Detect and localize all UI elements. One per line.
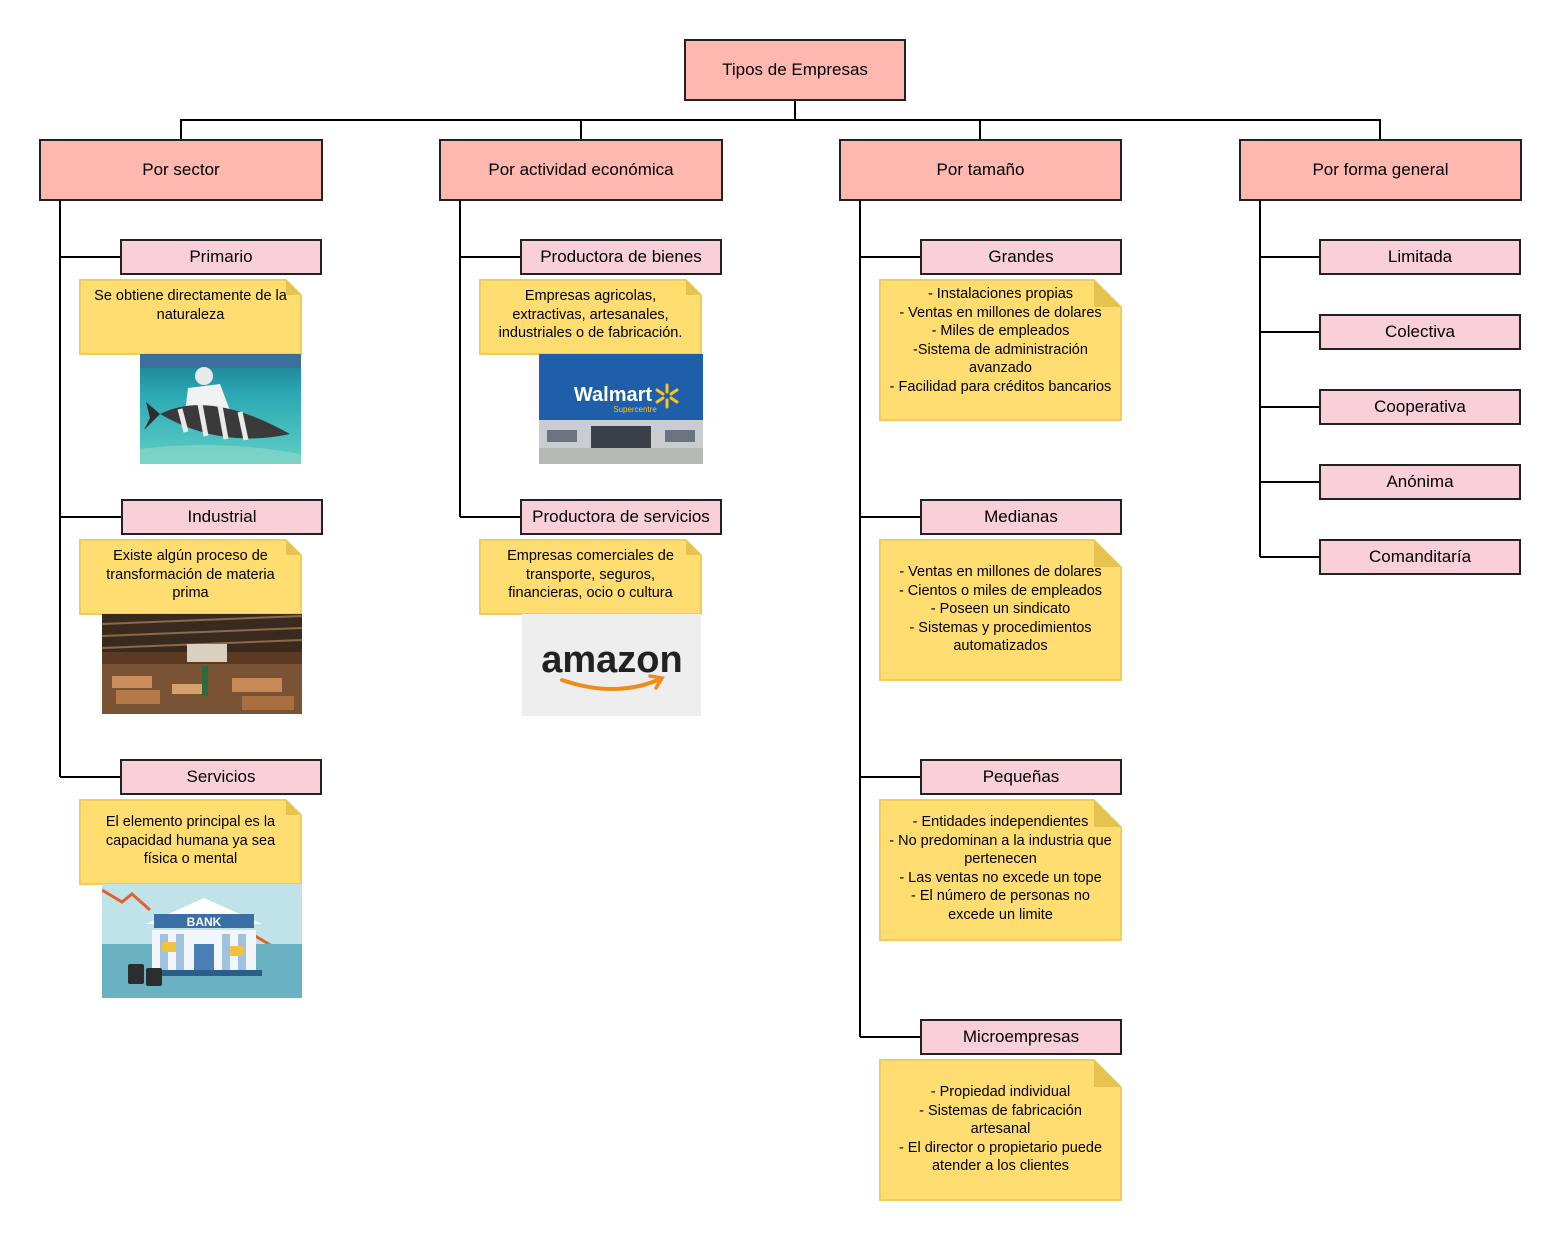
category-label: Por actividad económica [488, 160, 674, 179]
root-node[interactable]: Tipos de Empresas [684, 39, 906, 101]
note-primario: Se obtiene directamente de la naturaleza [79, 279, 302, 355]
node-label: Pequeñas [982, 767, 1060, 786]
node-grandes[interactable]: Grandes [920, 239, 1122, 275]
amazon-logo-text: amazon [541, 639, 682, 681]
category-por-actividad[interactable]: Por actividad económica [439, 139, 723, 201]
category-label: Por sector [142, 160, 220, 179]
note-text: Se obtiene directamente de la naturaleza [94, 288, 287, 323]
note-text: Existe algún proceso de transformación d… [106, 548, 275, 602]
node-comanditaria[interactable]: Comanditaría [1319, 539, 1521, 575]
node-label: Grandes [988, 247, 1054, 266]
note-text: - Ventas en millones de dolares - Ciento… [898, 564, 1103, 655]
node-label: Colectiva [1385, 322, 1455, 341]
note-text: - Instalaciones propias - Ventas en mill… [889, 286, 1112, 395]
note-servicios: El elemento principal es la capacidad hu… [79, 799, 302, 885]
node-limitada[interactable]: Limitada [1319, 239, 1521, 275]
amazon-logo: amazon [522, 614, 701, 716]
node-anonima[interactable]: Anónima [1319, 464, 1521, 500]
node-label: Primario [189, 247, 253, 266]
category-por-sector[interactable]: Por sector [39, 139, 323, 201]
walmart-logo-text: Walmart [574, 384, 653, 406]
node-microempresas[interactable]: Microempresas [920, 1019, 1122, 1055]
bank-illustration: BANK [102, 884, 302, 998]
note-microempresas: - Propiedad individual - Sistemas de fab… [879, 1059, 1122, 1201]
node-label: Microempresas [962, 1027, 1080, 1046]
note-text: Empresas agricolas, extractivas, artesan… [498, 288, 683, 342]
note-text: - Entidades independientes - No predomin… [889, 814, 1112, 923]
node-label: Medianas [984, 507, 1058, 526]
node-label: Limitada [1387, 247, 1453, 266]
node-colectiva[interactable]: Colectiva [1319, 314, 1521, 350]
node-productora-bienes[interactable]: Productora de bienes [520, 239, 722, 275]
node-label: Productora de bienes [540, 247, 702, 266]
node-label: Anónima [1386, 472, 1454, 491]
note-industrial: Existe algún proceso de transformación d… [79, 539, 302, 615]
node-industrial[interactable]: Industrial [121, 499, 323, 535]
node-cooperativa[interactable]: Cooperativa [1319, 389, 1521, 425]
node-productora-servicios[interactable]: Productora de servicios [520, 499, 722, 535]
note-productora-servicios: Empresas comerciales de transporte, segu… [479, 539, 702, 615]
note-medianas: - Ventas en millones de dolares - Ciento… [879, 539, 1122, 681]
fishing-photo [140, 354, 301, 464]
note-pequenas: - Entidades independientes - No predomin… [879, 799, 1122, 941]
walmart-sub-text: Supercentre [613, 405, 657, 414]
category-por-forma[interactable]: Por forma general [1239, 139, 1522, 201]
category-por-tamano[interactable]: Por tamaño [839, 139, 1122, 201]
factory-photo [102, 614, 302, 714]
note-text: El elemento principal es la capacidad hu… [105, 814, 276, 868]
node-label: Industrial [187, 507, 257, 526]
note-text: - Propiedad individual - Sistemas de fab… [898, 1084, 1103, 1175]
node-label: Productora de servicios [532, 507, 710, 526]
node-label: Comanditaría [1368, 547, 1472, 566]
category-label: Por forma general [1312, 160, 1449, 179]
category-label: Por tamaño [936, 160, 1025, 179]
note-grandes: - Instalaciones propias - Ventas en mill… [879, 279, 1122, 421]
node-medianas[interactable]: Medianas [920, 499, 1122, 535]
walmart-photo: Walmart Supercentre [539, 354, 703, 464]
node-servicios[interactable]: Servicios [120, 759, 322, 795]
node-label: Servicios [186, 767, 256, 786]
note-productora-bienes: Empresas agricolas, extractivas, artesan… [479, 279, 702, 355]
node-pequenas[interactable]: Pequeñas [920, 759, 1122, 795]
root-label: Tipos de Empresas [722, 60, 868, 79]
node-primario[interactable]: Primario [120, 239, 322, 275]
note-text: Empresas comerciales de transporte, segu… [507, 548, 674, 602]
bank-sign: BANK [187, 915, 222, 929]
node-label: Cooperativa [1374, 397, 1466, 416]
